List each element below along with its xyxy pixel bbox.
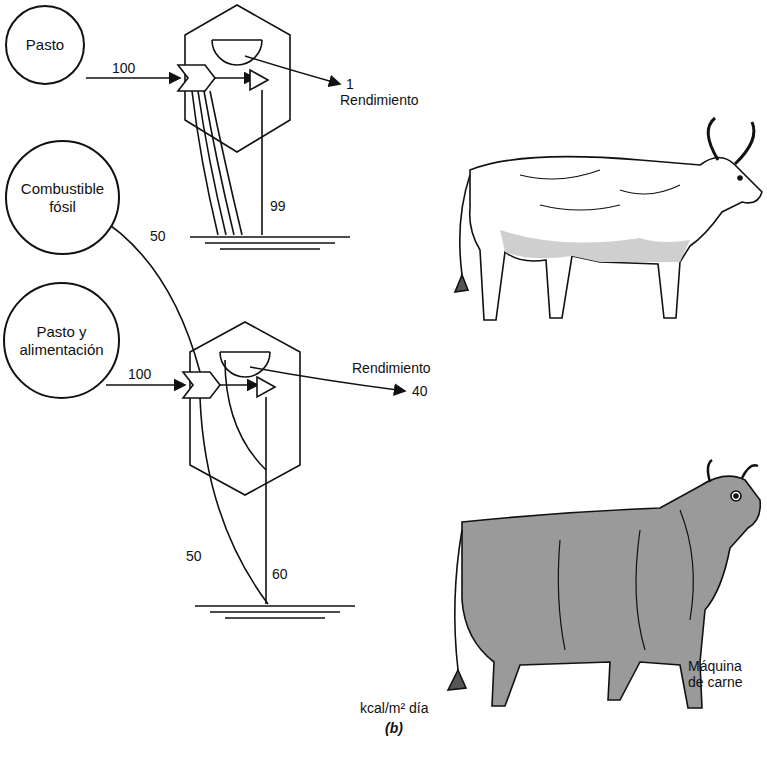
output-label: Rendimiento [352,360,431,376]
source-label: Pasto y alimentación [5,319,118,362]
range-cow [455,118,762,320]
flow-value: 1 [346,76,354,92]
flow-value: 99 [270,198,286,214]
source-label: Pasto [22,32,68,57]
source-circle: Pasto y alimentación [3,282,120,399]
source-circle: Pasto [5,5,85,85]
flow-value: 100 [128,366,151,382]
output-label: Rendimiento [340,92,419,108]
source-label: Combustible fósil [7,176,118,219]
figure-label: Máquina de carne [688,658,760,690]
flow-value: 50 [186,548,202,564]
beef-machine-cow [448,460,760,708]
flow-value: 40 [412,383,428,399]
flow-value: 60 [272,566,288,582]
flow-value: 100 [112,60,135,76]
source-circle: Combustible fósil [5,140,120,255]
figure-caption: (b) [385,720,403,736]
unit-label: kcal/m² día [360,700,428,716]
flow-value: 50 [150,228,166,244]
